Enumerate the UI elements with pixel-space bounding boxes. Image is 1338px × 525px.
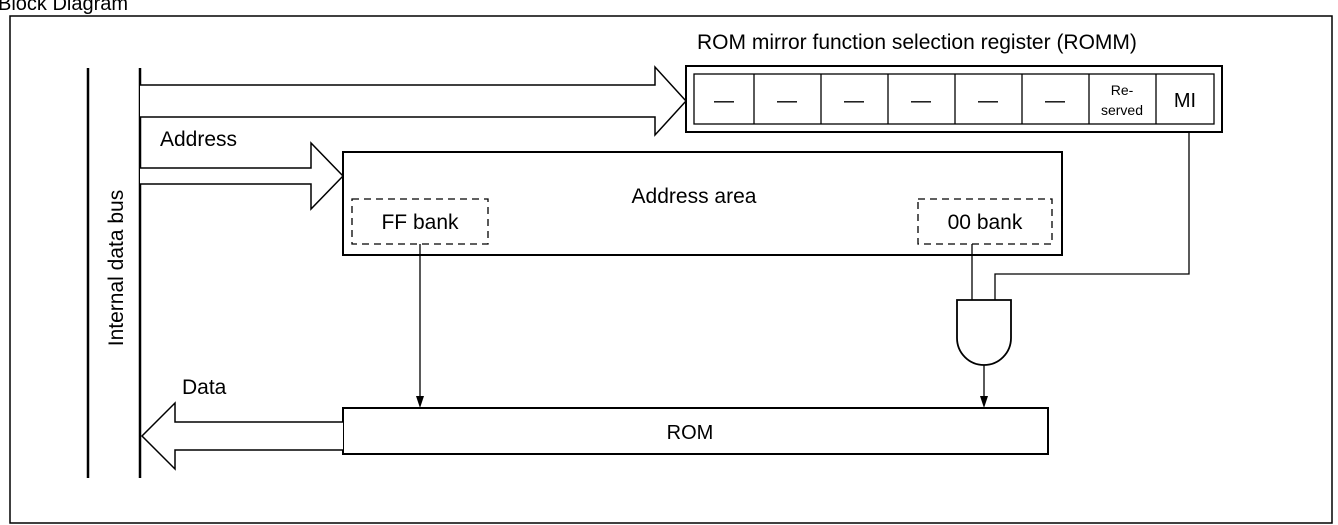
address-area-title: Address area [632, 185, 757, 208]
ff-bank-box [351, 198, 489, 245]
internal-data-bus-label: Internal data bus [105, 190, 128, 346]
register-bit-mi: MI [1174, 90, 1196, 112]
register-reserved-line2: served [1101, 102, 1143, 118]
register-bit-5: — [844, 90, 864, 112]
register-bit-4: — [911, 90, 931, 112]
address-arrow [140, 141, 345, 211]
register-reserved-line1: Re- [1111, 82, 1134, 98]
register-bit-2: — [1045, 90, 1065, 112]
bank-00-box [917, 198, 1053, 245]
data-label: Data [182, 376, 227, 399]
register-bit-6: — [777, 90, 797, 112]
diagram-frame [9, 15, 1333, 524]
mi-to-gate-line [994, 132, 1190, 300]
ff-bank-label: FF bank [381, 211, 459, 234]
bank-00-label: 00 bank [948, 211, 1023, 234]
address-area-box [342, 151, 1063, 256]
and-gate [956, 299, 1012, 366]
romm-register: — — — — — — Re- served MI [685, 65, 1223, 133]
diagram-caption-fragment: Block Diagram [0, 0, 128, 15]
gate-arrowhead [980, 396, 988, 408]
register-bit-7: — [714, 90, 734, 112]
data-arrow [140, 401, 343, 471]
register-bit-3: — [978, 90, 998, 112]
register-title: ROM mirror function selection register (… [697, 31, 1137, 54]
register-input-arrow [140, 65, 688, 137]
address-label: Address [160, 128, 237, 151]
ff-bank-arrowhead [416, 396, 424, 408]
rom-label: ROM [667, 422, 714, 444]
